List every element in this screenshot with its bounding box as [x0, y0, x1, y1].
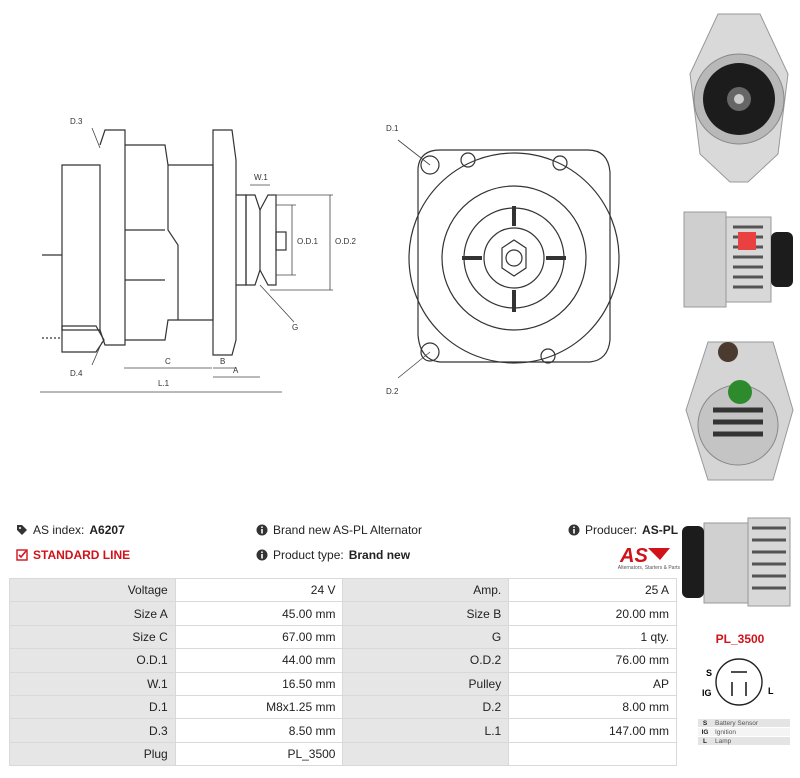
- plug-diagram: S IG L: [702, 658, 774, 706]
- product-photo-front[interactable]: [678, 4, 800, 184]
- product-photo-top[interactable]: [678, 498, 800, 618]
- info-icon: [256, 549, 268, 561]
- brand-logo: AS: [619, 545, 670, 567]
- spec-label: Voltage: [9, 578, 176, 603]
- spec-value: 67.00 mm: [175, 625, 344, 650]
- plug-title: PL_3500: [715, 632, 765, 646]
- as-index-label: AS index:: [33, 523, 85, 537]
- as-index: AS index: A6207: [16, 523, 125, 537]
- spec-value: PL_3500: [175, 742, 344, 767]
- product-type-value: Brand new: [348, 548, 411, 562]
- spec-value: AP: [509, 672, 677, 696]
- checkbox-icon: [16, 549, 28, 561]
- spec-label: Size A: [9, 602, 176, 626]
- info-icon: [256, 524, 268, 536]
- spec-value: 16.50 mm: [175, 672, 344, 696]
- spec-value: 8.50 mm: [175, 719, 344, 743]
- label-a: A: [233, 366, 239, 375]
- spec-label: [343, 742, 510, 767]
- product-type: Product type: Brand new: [256, 548, 410, 562]
- label-d4: D.4: [70, 369, 83, 378]
- spec-label: O.D.1: [9, 649, 176, 673]
- technical-drawing: D.3 D.4 C B A L.1 W.1 O.D.1 O.D.2 G D.1 …: [40, 117, 620, 396]
- svg-text:L: L: [768, 686, 774, 696]
- spec-label: D.2: [343, 695, 510, 720]
- label-od2: O.D.2: [335, 237, 356, 246]
- label-l1: L.1: [158, 379, 170, 388]
- spec-label: Pulley: [343, 672, 510, 696]
- spec-value: 20.00 mm: [509, 602, 677, 626]
- spec-value: 25 A: [509, 578, 677, 603]
- spec-value: 147.00 mm: [509, 719, 677, 743]
- product-photos: [678, 0, 800, 640]
- svg-text:AS: AS: [619, 545, 648, 567]
- spec-label: D.1: [9, 695, 176, 720]
- spec-value: M8x1.25 mm: [175, 695, 344, 720]
- spec-value: 1 qty.: [509, 625, 677, 650]
- spec-label: O.D.2: [343, 649, 510, 673]
- producer-value: AS-PL: [642, 523, 679, 537]
- spec-value: 76.00 mm: [509, 649, 677, 673]
- producer: Producer: AS-PL: [568, 523, 678, 537]
- svg-text:IG: IG: [702, 688, 712, 698]
- product-type-label: Product type:: [273, 548, 344, 562]
- description-text: Brand new AS-PL Alternator: [273, 523, 422, 537]
- standard-line: STANDARD LINE: [16, 548, 130, 562]
- spec-label: W.1: [9, 672, 176, 696]
- label-b: B: [220, 357, 225, 366]
- spec-label: Plug: [9, 742, 176, 767]
- tag-icon: [17, 525, 27, 535]
- spec-label: G: [343, 625, 510, 650]
- spec-value: 45.00 mm: [175, 602, 344, 626]
- product-photo-rear[interactable]: [678, 330, 800, 495]
- producer-label: Producer:: [585, 523, 638, 537]
- label-w1: W.1: [254, 173, 268, 182]
- label-d3: D.3: [70, 117, 83, 126]
- spec-label: Amp.: [343, 578, 510, 603]
- label-g: G: [292, 323, 298, 332]
- spec-value: 8.00 mm: [509, 695, 677, 720]
- spec-label: D.3: [9, 719, 176, 743]
- spec-value: 44.00 mm: [175, 649, 344, 673]
- as-index-value: A6207: [89, 523, 125, 537]
- svg-text:S: S: [706, 668, 712, 678]
- info-icon: [568, 524, 580, 536]
- label-d1: D.1: [386, 124, 399, 133]
- spec-value: 24 V: [175, 578, 344, 603]
- brand-tagline: Alternators, Starters & Parts: [617, 565, 680, 571]
- info-panel: AS index: A6207 STANDARD LINE Brand new …: [0, 516, 680, 576]
- spec-value: [509, 742, 677, 767]
- spec-label: Size B: [343, 602, 510, 626]
- product-photo-side[interactable]: [678, 192, 800, 322]
- label-od1: O.D.1: [297, 237, 318, 246]
- label-d2: D.2: [386, 387, 399, 396]
- label-c: C: [165, 357, 171, 366]
- standard-line-label: STANDARD LINE: [33, 548, 131, 562]
- spec-label: L.1: [343, 719, 510, 743]
- description: Brand new AS-PL Alternator: [256, 523, 422, 537]
- spec-label: Size C: [9, 625, 176, 650]
